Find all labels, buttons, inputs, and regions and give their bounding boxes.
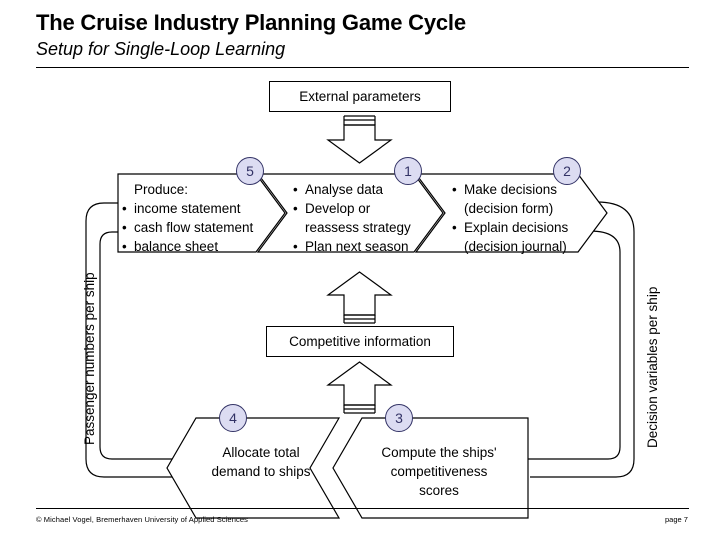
step-badge-3: 3 [385,404,413,432]
step-2-line-2: Explain decisions [452,218,568,237]
step-3-text: Compute the ships' competitiveness score… [360,443,518,500]
loop-label-left: Passenger numbers per ship [82,272,97,445]
loop-path-left-inner [99,231,196,460]
header-divider [36,67,689,68]
step-badge-5: 5 [236,157,264,185]
step-3-line-2: scores [419,483,459,498]
step-badge-4: 4 [219,404,247,432]
arrow-down-external-parameters [326,115,393,164]
arrow-up-to-process-row [326,271,393,324]
step-1-line-2: reassess strategy [305,220,411,235]
step-5-line-2: cash flow statement [122,218,253,237]
step-badge-1: 1 [394,157,422,185]
step-badge-2: 2 [553,157,581,185]
footer-page-number: page 7 [665,515,688,524]
step-3-line-1: competitiveness [390,464,488,479]
loop-label-right: Decision variables per ship [645,286,660,448]
step-1-line-1: Develop or [293,199,411,218]
step-2-line-0: Make decisions [452,180,568,199]
node-external-parameters: External parameters [269,81,451,112]
page-subtitle: Setup for Single-Loop Learning [36,39,286,59]
footer-credit: © Michael Vogel, Bremerhaven University … [36,515,248,524]
step-2-text: Make decisions (decision form) Explain d… [452,180,568,256]
step-2-line-3: (decision journal) [464,239,567,254]
step-4-line-0: Allocate total [222,445,300,460]
step-5-line-1: income statement [122,199,253,218]
step-3-line-0: Compute the ships' [381,445,497,460]
page-title: The Cruise Industry Planning Game Cycle [36,10,466,35]
step-4-text: Allocate total demand to ships [196,443,326,481]
step-1-line-0: Analyse data [293,180,411,199]
step-2-line-1: (decision form) [464,201,554,216]
step-5-line-0: Produce: [134,182,189,197]
step-5-line-3: balance sheet [122,237,253,256]
step-5-text: Produce: income statement cash flow stat… [122,180,253,256]
step-1-text: Analyse data Develop or reassess strateg… [293,180,411,256]
slide-header: The Cruise Industry Planning Game Cycle … [36,10,684,61]
loop-path-right-inner [528,230,621,460]
step-4-line-1: demand to ships [211,464,311,479]
node-competitive-information: Competitive information [266,326,454,357]
step-1-line-3: Plan next season [293,237,411,256]
footer-divider [36,508,689,509]
arrow-up-to-competitive-information [326,361,393,414]
